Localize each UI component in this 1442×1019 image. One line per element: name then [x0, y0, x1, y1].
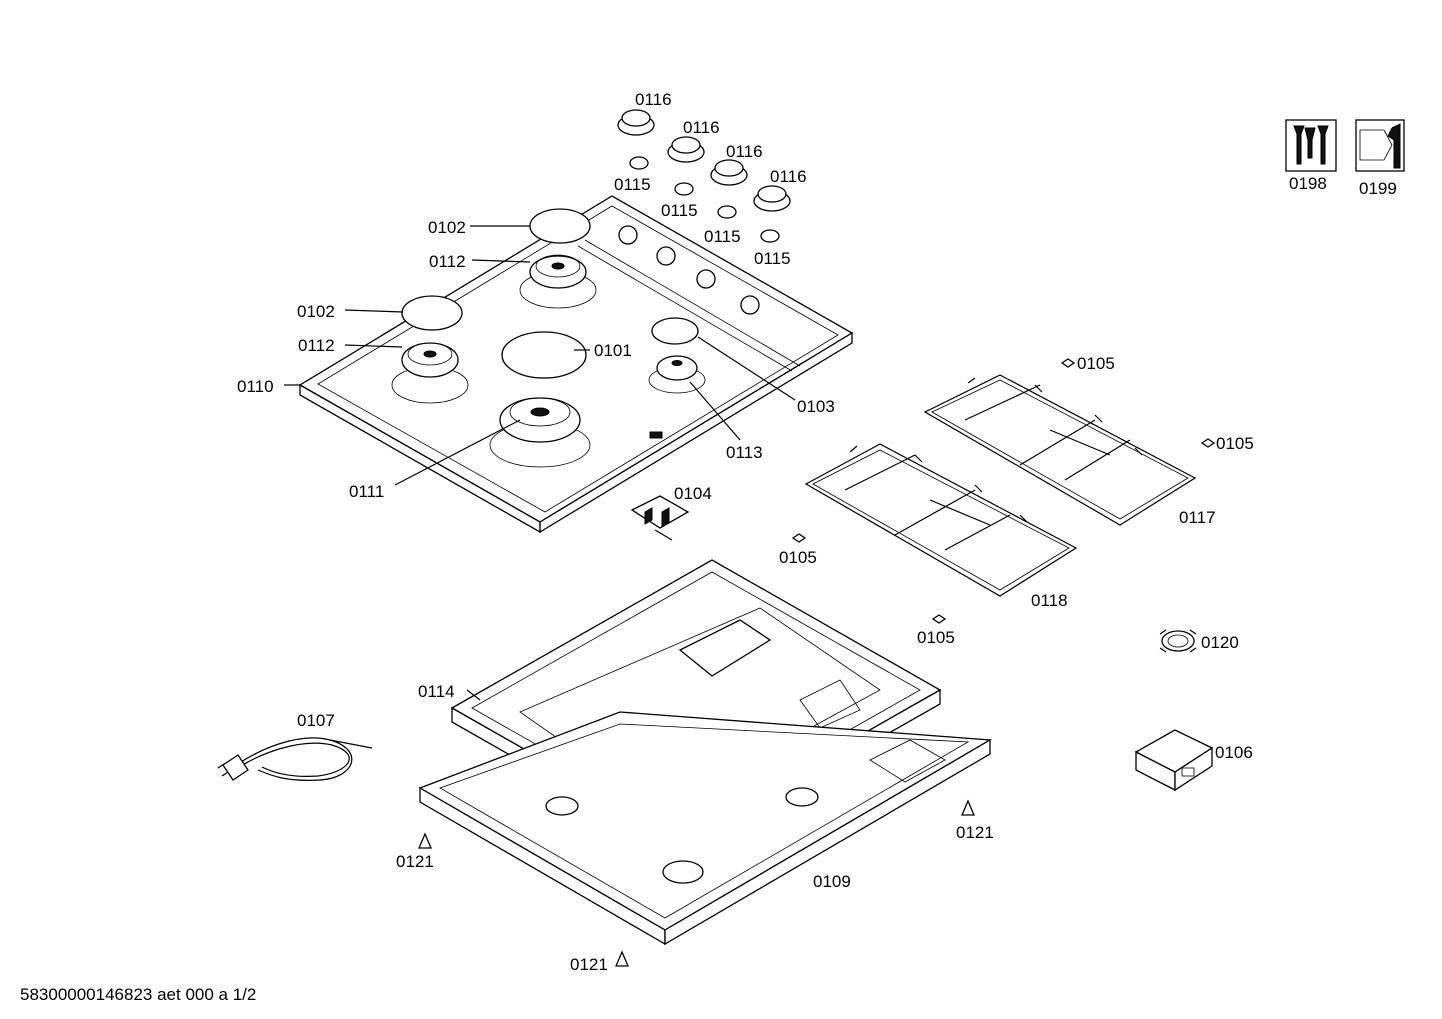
label-0113: 0113 [726, 443, 763, 462]
label-0102: 0102 [428, 218, 466, 237]
control-knob [710, 159, 748, 186]
drawing-reference-footer: 58300000146823 aet 000 a 1/2 [20, 985, 256, 1004]
rubber-foot [931, 614, 947, 624]
burner-front-left [391, 342, 469, 404]
rubber-foot [791, 533, 807, 543]
label-0115: 0115 [754, 249, 791, 268]
control-knob [667, 136, 705, 163]
foot-0121 [961, 799, 975, 816]
wrench-icon [1355, 119, 1405, 172]
burner-cap-0102-front [401, 295, 463, 331]
burner-small [648, 355, 706, 394]
knob-ring [674, 182, 694, 196]
label-0116: 0116 [683, 118, 720, 137]
label-0109: 0109 [813, 872, 851, 891]
label-0105: 0105 [1216, 434, 1254, 453]
label-0121: 0121 [956, 823, 994, 842]
burner-large [489, 397, 591, 468]
burner-cap-0102-rear [529, 208, 591, 244]
label-0118: 0118 [1031, 591, 1068, 610]
foot-0121 [615, 950, 629, 967]
label-0112: 0112 [298, 336, 335, 355]
label-0115: 0115 [704, 227, 741, 246]
label-0199: 0199 [1359, 179, 1397, 198]
label-0120: 0120 [1201, 633, 1239, 652]
label-0121: 0121 [396, 852, 434, 871]
tools-icon [1285, 119, 1337, 172]
label-0115: 0115 [661, 201, 698, 220]
pan-support-0117 [923, 374, 1197, 526]
label-0198: 0198 [1289, 174, 1327, 193]
box-0106 [1134, 729, 1214, 792]
part-labels: 0116 0116 0116 0116 0115 0115 0115 0115 … [237, 90, 1397, 974]
knob-ring [760, 229, 780, 243]
label-0104: 0104 [674, 484, 712, 503]
label-0105: 0105 [779, 548, 817, 567]
label-0106: 0106 [1215, 743, 1253, 762]
burner-cap-0101 [501, 331, 587, 379]
label-0110: 0110 [237, 377, 274, 396]
control-knob [617, 109, 655, 136]
label-0115: 0115 [614, 175, 651, 194]
label-0112: 0112 [429, 252, 466, 271]
knob-ring [717, 205, 737, 219]
label-0103: 0103 [797, 397, 835, 416]
label-0114: 0114 [418, 682, 455, 701]
rubber-foot [1200, 438, 1216, 448]
label-0111: 0111 [349, 482, 384, 501]
rubber-foot [1060, 358, 1076, 368]
bracket-0104 [630, 495, 690, 541]
label-0105: 0105 [917, 628, 955, 647]
leader-lines [284, 225, 796, 701]
bottom-tray-0109 [418, 711, 993, 946]
label-0116: 0116 [726, 142, 763, 161]
gasket-0120 [1159, 629, 1197, 653]
control-knob [753, 185, 791, 212]
pan-support-0118 [804, 443, 1078, 597]
label-0117: 0117 [1179, 508, 1216, 527]
foot-0121 [418, 832, 432, 849]
label-0101: 0101 [594, 341, 632, 360]
label-0116: 0116 [770, 167, 807, 186]
burner-cap-0103 [651, 317, 699, 345]
burner-rear-left [519, 254, 597, 309]
label-0105: 0105 [1077, 354, 1115, 373]
power-cable-0107 [217, 737, 373, 781]
label-0116: 0116 [635, 90, 672, 109]
label-0121: 0121 [570, 955, 608, 974]
label-0102: 0102 [297, 302, 335, 321]
knob-ring [629, 156, 649, 170]
label-0107: 0107 [297, 711, 335, 730]
